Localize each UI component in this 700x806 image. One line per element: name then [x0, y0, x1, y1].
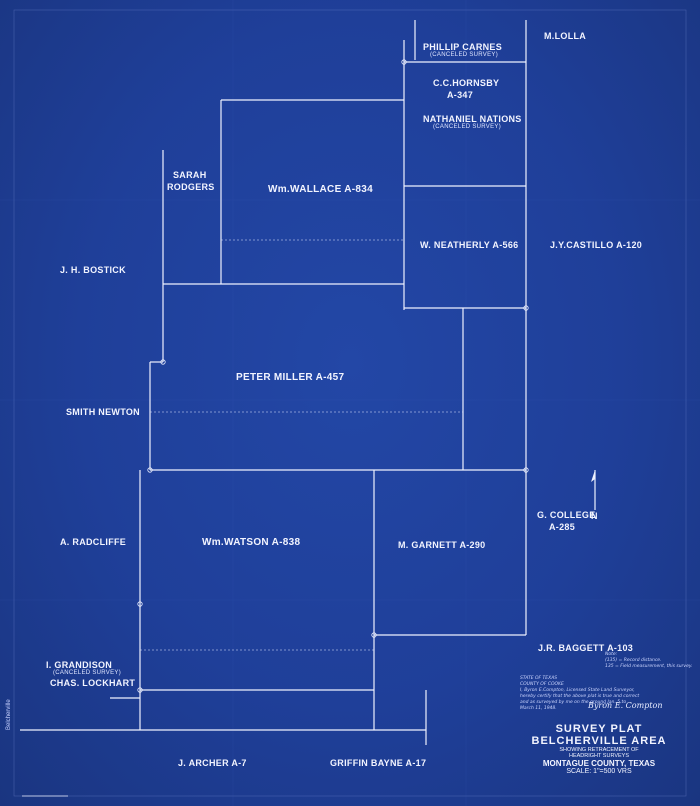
survey-boundaries — [20, 20, 527, 745]
title-survey-plat: SURVEY PLAT — [555, 723, 643, 735]
tract-castillo: J.Y.CASTILLO A-120 — [550, 240, 643, 250]
certificate-line-3: and as surveyed by me on the ground Jan.… — [520, 700, 627, 705]
tract-grandison: I. GRANDISON — [46, 660, 113, 670]
north-arrow-icon — [591, 470, 596, 510]
tract-g-college: G. COLLEGE — [537, 510, 596, 520]
certificate-line-1: I, Byron E.Compton, Licensed State Land … — [520, 688, 635, 693]
tract-nathaniel-nations: NATHANIEL NATIONS — [423, 114, 522, 124]
tract-sarah-rodgers-line1: SARAH — [173, 170, 207, 180]
tract-peter-miller: PETER MILLER A-457 — [236, 372, 345, 383]
legend-record-distance: (135) = Record distance. — [605, 658, 662, 663]
certificate-county: COUNTY OF COOKE — [520, 682, 564, 687]
title-scale: SCALE: 1"=500 VRS — [566, 768, 632, 775]
tract-griffin-bayne: GRIFFIN BAYNE A-17 — [330, 758, 427, 768]
tract-phillip-carnes: PHILLIP CARNES — [423, 42, 503, 52]
tract-radcliffe: A. RADCLIFFE — [60, 537, 127, 547]
tract-watson: Wm.WATSON A-838 — [202, 537, 301, 548]
tract-bostick: J. H. BOSTICK — [60, 265, 126, 275]
tract-smith-newton: SMITH NEWTON — [66, 407, 140, 417]
legend-notes: Note: (135) = Record distance. 135 = Fie… — [605, 652, 693, 670]
side-tag: Belcherville — [6, 699, 12, 730]
tract-garnett: M. GARNETT A-290 — [398, 540, 486, 550]
north-arrow-label: N — [591, 511, 598, 521]
surveyor-signature: Byron E. Compton — [588, 701, 663, 710]
tract-m-lolla: M.LOLLA — [544, 31, 587, 41]
legend-heading: Note: — [605, 652, 618, 657]
tract-lockhart: CHAS. LOCKHART — [50, 678, 136, 688]
tract-hornsby-abstract: A-347 — [447, 90, 474, 100]
title-headright: HEADRIGHT SURVEYS — [568, 753, 629, 759]
tract-g-college-abstract: A-285 — [549, 522, 576, 532]
certificate-block: STATE OF TEXAS COUNTY OF COOKE I, Byron … — [520, 676, 639, 712]
tract-baggett: J.R. BAGGETT A-103 — [538, 643, 634, 653]
tract-sarah-rodgers-line2: RODGERS — [167, 182, 215, 192]
tract-archer: J. ARCHER A-7 — [178, 758, 247, 768]
legend-field-measurement: 135 = Field measurement, this survey. — [605, 664, 693, 669]
certificate-state: STATE OF TEXAS — [520, 676, 558, 681]
title-county: MONTAGUE COUNTY, TEXAS — [542, 759, 656, 768]
title-area: BELCHERVILLE AREA — [531, 735, 667, 747]
tract-phillip-carnes-status: (CANCELED SURVEY) — [430, 52, 499, 58]
tract-wallace: Wm.WALLACE A-834 — [268, 184, 373, 195]
tract-nathaniel-nations-status: (CANCELED SURVEY) — [433, 124, 502, 130]
tract-neatherly: W. NEATHERLY A-566 — [420, 240, 519, 250]
title-block: SURVEY PLAT BELCHERVILLE AREA SHOWING RE… — [524, 723, 674, 775]
tract-hornsby: C.C.HORNSBY — [433, 78, 500, 88]
title-showing: SHOWING RETRACEMENT OF — [559, 747, 639, 753]
tract-grandison-status: (CANCELED SURVEY) — [53, 670, 122, 676]
certificate-line-4: March 11, 1948. — [520, 706, 557, 711]
certificate-line-2: hereby certify that the above plat is tr… — [520, 694, 640, 699]
